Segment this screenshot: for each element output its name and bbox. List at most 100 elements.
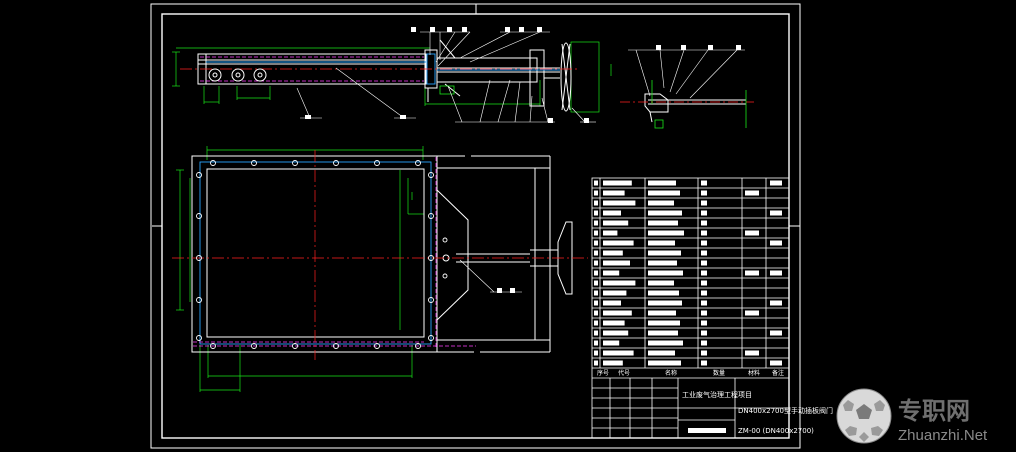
title-block-entry-13-2 [648, 310, 676, 316]
title-block-entry-7-0 [594, 250, 598, 256]
title-block-entry-3-1 [603, 210, 621, 216]
title-block-entry-5-3 [701, 230, 707, 236]
title-block-entry-2-3 [701, 200, 707, 206]
soccer-ball-icon [836, 388, 892, 444]
title-block-entry-16-0 [594, 340, 598, 346]
title-block-entry-9-5 [745, 270, 759, 276]
title-block-entry-13-1 [603, 310, 632, 316]
title-block-entry-18-3 [701, 360, 707, 366]
title-block-entry-16-1 [603, 340, 620, 346]
plan-view [172, 146, 588, 392]
title-block-entry-17-2 [648, 350, 675, 356]
title-block-row-entries [594, 180, 782, 366]
title-block-entry-11-3 [701, 290, 707, 296]
title-block-entry-10-3 [701, 280, 707, 286]
drawing-code: ZM-00 (DN400x2700) [738, 427, 814, 435]
title-block-entry-0-4 [770, 180, 782, 186]
title-block-entry-16-3 [701, 340, 707, 346]
title-block-entry-9-0 [594, 270, 598, 276]
title-block-entry-1-3 [701, 190, 707, 196]
title-block-entry-3-0 [594, 210, 598, 216]
header-code: 代号 [618, 369, 630, 377]
title-block-entry-17-1 [603, 350, 634, 356]
title-block-entry-5-1 [603, 230, 618, 236]
title-block-entry-6-3 [701, 240, 707, 246]
title-block-entry-14-2 [648, 320, 680, 326]
title-block-entry-2-1 [603, 200, 636, 206]
title-block-entry-9-2 [648, 270, 683, 276]
title-block-entry-1-2 [648, 190, 680, 196]
title-block-entry-0-1 [603, 180, 632, 186]
title-block-entry-17-0 [594, 350, 598, 356]
title-block-entry-12-4 [770, 300, 782, 306]
header-name: 名称 [665, 369, 677, 377]
title-block-entry-12-0 [594, 300, 598, 306]
title-block-entry-0-0 [594, 180, 598, 186]
title-block-entry-15-0 [594, 330, 598, 336]
title-block-entry-10-2 [648, 280, 674, 286]
title-block-entry-3-3 [701, 210, 707, 216]
title-block-entry-9-3 [701, 270, 707, 276]
watermark: 专职网 Zhuanzhi.Net [836, 388, 988, 444]
drawing-name: DN400x2700型手动插板阀门 [738, 406, 833, 415]
title-block-entry-15-1 [603, 330, 629, 336]
side-view [172, 27, 612, 123]
title-block-entry-5-2 [648, 230, 684, 236]
title-block-entry-8-1 [603, 260, 630, 266]
title-block-entry-8-3 [701, 260, 707, 266]
title-block-entry-3-4 [770, 210, 782, 216]
title-block-entry-4-1 [603, 220, 629, 226]
title-block-entry-12-1 [603, 300, 621, 306]
title-block-entry-12-2 [648, 300, 682, 306]
title-block-entry-9-4 [770, 270, 782, 276]
title-block-entry-2-0 [594, 200, 598, 206]
header-material: 材料 [748, 369, 760, 377]
title-block-entry-16-2 [648, 340, 683, 346]
title-block-entry-3-2 [648, 210, 682, 216]
watermark-en: Zhuanzhi.Net [898, 427, 988, 444]
title-block-entry-17-3 [701, 350, 707, 356]
title-block-entry-6-2 [648, 240, 675, 246]
title-block-entry-10-1 [603, 280, 636, 286]
title-block-entry-11-1 [603, 290, 627, 296]
project-name: 工业废气治理工程项目 [682, 390, 752, 399]
title-block-entry-7-1 [603, 250, 623, 256]
header-remark: 备注 [772, 369, 784, 377]
title-block-entry-6-0 [594, 240, 598, 246]
title-block-entry-8-2 [648, 260, 677, 266]
title-block-entry-1-4 [745, 190, 759, 196]
title-block-entry-4-3 [701, 220, 707, 226]
title-block-entry-1-0 [594, 190, 598, 196]
title-block-entry-5-0 [594, 230, 598, 236]
title-block-entry-13-3 [701, 310, 707, 316]
title-block-entry-12-3 [701, 300, 707, 306]
watermark-cn: 专职网 [898, 397, 970, 425]
title-block-entry-4-2 [648, 220, 678, 226]
title-block-entry-14-0 [594, 320, 598, 326]
header-no: 序号 [597, 369, 609, 377]
title-block-entry-8-0 [594, 260, 598, 266]
title-block-entry-11-0 [594, 290, 598, 296]
title-block-entry-15-4 [770, 330, 782, 336]
detail-view [620, 45, 754, 129]
title-block-entry-2-2 [648, 200, 674, 206]
title-block-entry-18-1 [603, 360, 623, 366]
header-qty: 数量 [713, 369, 725, 377]
title-block-entry-18-2 [648, 360, 681, 366]
title-block [591, 177, 790, 439]
title-block-entry-1-1 [603, 190, 625, 196]
title-block-header: 序号 代号 名称 数量 材料 备注 [597, 369, 784, 377]
title-block-entry-6-4 [770, 240, 782, 246]
title-block-entry-7-3 [701, 250, 707, 256]
title-block-entry-11-2 [648, 290, 679, 296]
title-block-entry-13-4 [745, 310, 759, 316]
title-block-entry-18-0 [594, 360, 598, 366]
title-block-entry-10-0 [594, 280, 598, 286]
title-block-entry-4-0 [594, 220, 598, 226]
title-block-entry-15-3 [701, 330, 707, 336]
title-block-entry-0-3 [701, 180, 707, 186]
title-block-entry-15-2 [648, 330, 678, 336]
title-block-entry-18-4 [770, 360, 782, 366]
title-block-entry-6-1 [603, 240, 634, 246]
title-block-entry-9-1 [603, 270, 620, 276]
